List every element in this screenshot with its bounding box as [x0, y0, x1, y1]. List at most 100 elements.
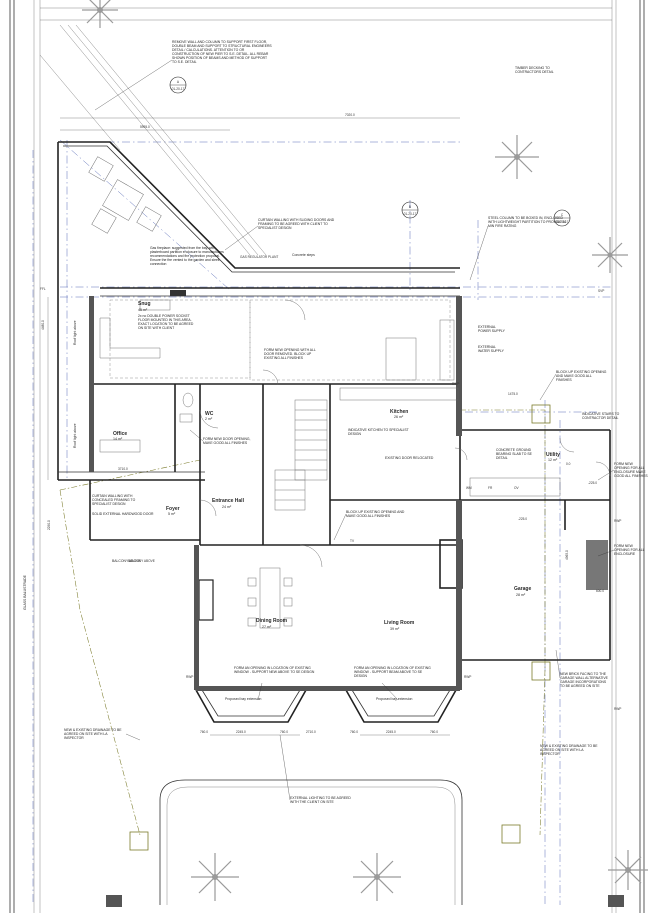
- room-name-utility: Utility: [546, 452, 560, 458]
- section-label: A: [177, 80, 180, 84]
- rooflights: [109, 299, 451, 381]
- dimension-label: 1475.0: [508, 392, 518, 396]
- annotations: REMOVE WALL AND COLUMN TO SUPPORT FIRST …: [23, 40, 648, 804]
- note-steel-column: STEEL COLUMN TO BE BOXED IN, ENCLOSED WI…: [488, 216, 567, 228]
- dimension-label: 7020.0: [345, 113, 355, 117]
- site-boundary: [9, 0, 645, 913]
- dimensions: 7020.0 5995.0 4480.0 2290.0 1475.0 4965.…: [41, 113, 604, 736]
- party-wall: [456, 296, 462, 436]
- tree-icon: [592, 237, 628, 273]
- room-name-snug: Snug: [138, 301, 151, 307]
- room-area-garage: 28 m²: [516, 593, 526, 597]
- section-sheet: 01-20-17: [404, 212, 417, 216]
- note-block-up-kitchen: BLOCK UP EXISTING OPENING AND MAKE GOOD …: [346, 510, 405, 518]
- tree-icon: [353, 853, 401, 901]
- rwp-label: RWP: [614, 519, 621, 523]
- note-block-up-utility: BLOCK UP EXISTING OPENING AND MAKE GOOD …: [556, 370, 607, 382]
- inspection-chamber: [129, 831, 149, 851]
- rwp-label: RWP: [186, 675, 193, 679]
- note-new-brick: NEW BRICK FACING TO THE GARAGE WALL ALTE…: [560, 672, 608, 688]
- note-external-lighting: EXTERNAL LIGHTING TO BE AGREED WITH THE …: [290, 796, 351, 804]
- dimension-label: 2245.0: [386, 730, 396, 734]
- ov-label: OV: [514, 486, 519, 490]
- garage-pier: [586, 540, 608, 590]
- level-label: -225.0: [588, 481, 597, 485]
- structural-grid: [32, 139, 612, 905]
- room-labels: Snug 45 m² WC 2 m² Office 14 m² Entrance…: [112, 301, 560, 631]
- note-existing-door: EXISTING DOOR RELOCATED: [385, 456, 434, 460]
- dimension-label: 2710.0: [306, 730, 316, 734]
- section-sheet: 01-20-17: [172, 87, 185, 91]
- party-wall: [456, 500, 462, 690]
- balcony-label: BALCONY ABOVE: [128, 559, 155, 563]
- room-name-entrance-hall: Entrance Hall: [212, 498, 245, 504]
- room-name-office: Office: [113, 431, 127, 437]
- note-roof-light: Roof light above: [73, 320, 77, 345]
- room-name-foyer: Foyer: [166, 506, 180, 512]
- section-label: B: [409, 205, 411, 209]
- inspection-chamber: [531, 661, 551, 681]
- note-form-new-garage: FORM NEW OPENING FOR ALL ENCLOSURE MAKE …: [614, 462, 648, 478]
- tv-label: TV: [350, 539, 355, 543]
- note-drainage-right: NEW & EXISTING DRAINAGE TO BE AGREED ON …: [540, 744, 598, 756]
- dimension-label: 3710.0: [118, 467, 128, 471]
- note-indicative-stairs: INDICATIVE STAIRS TO CONTRACTOR DETAIL: [582, 412, 620, 420]
- dimension-label: 4965.0: [565, 550, 569, 560]
- front-wall: [196, 686, 460, 691]
- timber-decking: [39, 24, 267, 256]
- dimension-label: 760.0: [200, 730, 208, 734]
- note-curtain-walling: CURTAIN WALLING WITH SLIDING DOORS AND F…: [258, 218, 335, 230]
- room-area-office: 14 m²: [113, 437, 123, 441]
- room-name-garage: Garage: [514, 586, 531, 592]
- room-area-entrance-hall: 24 m²: [222, 505, 232, 509]
- rwp-label: RWP: [452, 382, 459, 386]
- room-area-foyer: 5 m²: [168, 512, 176, 516]
- note-timber-decking: TIMBER DECKING TO CONTRACTORS DETAIL: [515, 66, 554, 74]
- dimension-label: 760.0: [350, 730, 358, 734]
- note-bay-right: Proposed bay extension: [376, 697, 412, 701]
- furniture: [88, 156, 561, 629]
- section-marker-a: A 01-20-17: [169, 76, 187, 94]
- tree-icon: [495, 135, 539, 179]
- front-wall: [194, 545, 199, 690]
- section-label: C: [561, 213, 564, 217]
- note-form-new-opening: FORM NEW OPENING FOR ALL ENCLOSURE: [614, 544, 645, 556]
- rwp-label: RWP: [614, 707, 621, 711]
- dimension-label: 5995.0: [140, 125, 150, 129]
- note-external-power: EXTERNAL POWER SUPPLY: [478, 325, 505, 333]
- note-drainage-left: NEW & EXISTING DRAINAGE TO BE AGREED ON …: [64, 728, 122, 740]
- rwp-label: RWP: [464, 675, 471, 679]
- note-living-opening: FORM AN OPENING IN LOCATION OF EXISTING …: [354, 666, 431, 678]
- room-area-living: 39 m²: [390, 627, 400, 631]
- room-area-snug: 45 m²: [138, 308, 148, 312]
- building-walls: [57, 141, 611, 723]
- note-remove-wall: REMOVE WALL AND COLUMN TO SUPPORT FIRST …: [172, 40, 272, 64]
- note-concrete-steps: Concrete steps: [292, 253, 315, 257]
- room-area-wc: 2 m²: [205, 417, 213, 421]
- dimension-label: 600.0: [596, 589, 604, 593]
- tree-icon: [82, 0, 118, 28]
- note-solid-hardwood: SOLID EXTERNAL HARDWOOD DOOR: [92, 512, 154, 516]
- section-marker-b: B 01-20-17: [401, 201, 419, 219]
- dimension-label: 2245.0: [236, 730, 246, 734]
- room-area-utility: 12 m²: [548, 458, 558, 462]
- balcony-label: BALCONY ABOVE: [112, 559, 141, 563]
- room-area-dining: 27 m²: [262, 625, 272, 629]
- inspection-chamber: [501, 824, 521, 844]
- staircase: [274, 399, 328, 511]
- service-tags: RWP RWP RWP RWP RWP SVP BALCONY ABOVE GA…: [40, 255, 621, 711]
- tree-symbols: [82, 0, 648, 901]
- note-indicative-kitchen: INDICATIVE KITCHEN TO SPECIALIST DESIGN: [348, 428, 409, 436]
- note-snug-socket: 2x no DOUBLE POWER SOCKET FLOOR MOUNTED …: [138, 314, 194, 330]
- note-external-water: EXTERNAL WATER SUPPLY: [478, 345, 504, 353]
- room-name-wc: WC: [205, 411, 214, 417]
- fr-label: FR: [488, 486, 493, 490]
- room-name-dining: Dining Room: [256, 618, 288, 624]
- section-marker-c: C 01-20-17: [553, 209, 571, 227]
- room-area-kitchen: 26 m²: [394, 415, 404, 419]
- drainage-runs: [59, 404, 551, 851]
- level-label: -225.0: [518, 517, 527, 521]
- note-bay-left: Proposed bay extension: [225, 697, 261, 701]
- dimension-label: 2290.0: [47, 520, 51, 530]
- tree-icon: [191, 853, 239, 901]
